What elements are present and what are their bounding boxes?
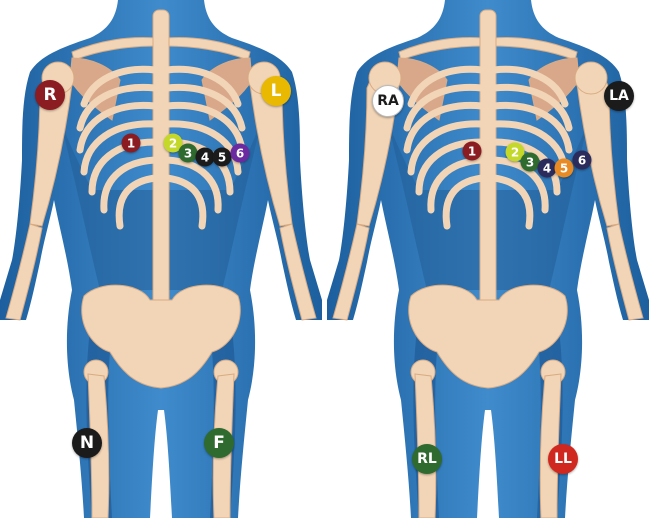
- skeleton-figure: [327, 0, 649, 518]
- panel-iec-labels: R L N F 1 2 3 4 5 6: [0, 0, 322, 518]
- electrode-l: L: [261, 76, 291, 106]
- electrode-n: N: [72, 428, 102, 458]
- electrode-r: R: [35, 80, 65, 110]
- shoulder-joint-right: [575, 62, 607, 94]
- electrode-la: LA: [604, 81, 634, 111]
- chest-electrode-v1: 1: [463, 142, 482, 161]
- electrode-ra: RA: [372, 85, 404, 117]
- chest-electrode-v5: 5: [555, 159, 574, 178]
- chest-electrode-5: 5: [213, 148, 232, 167]
- chest-electrode-3: 3: [179, 144, 198, 163]
- chest-electrode-v6: 6: [573, 151, 592, 170]
- electrode-rl: RL: [412, 444, 442, 474]
- chest-electrode-6: 6: [231, 144, 250, 163]
- electrode-f: F: [204, 428, 234, 458]
- panel-aha-labels: RA LA RL LL 1 2 3 4 5 6: [327, 0, 649, 518]
- electrode-ll: LL: [548, 444, 578, 474]
- chest-electrode-1: 1: [122, 134, 141, 153]
